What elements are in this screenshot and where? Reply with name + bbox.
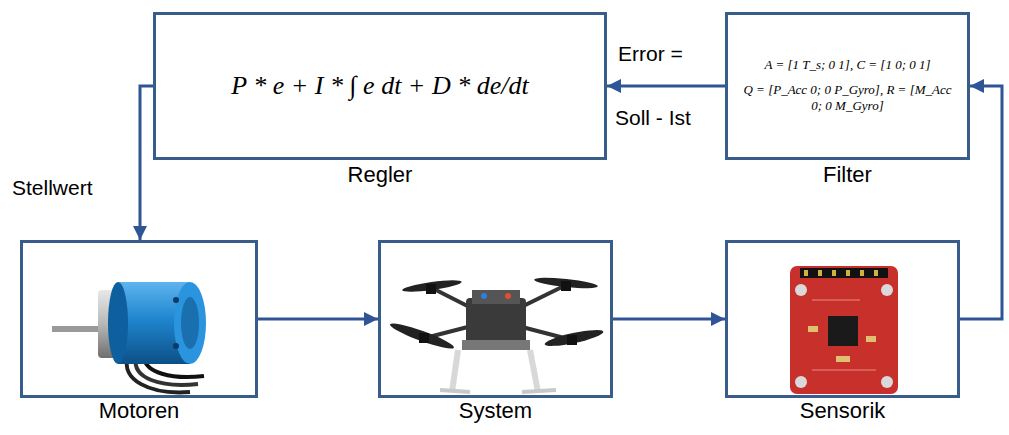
box-content xyxy=(23,243,255,395)
motor-picture-part xyxy=(52,326,104,332)
box-caption: Motoren xyxy=(0,399,285,423)
signal-arrow xyxy=(960,86,1002,319)
signal-arrow xyxy=(258,318,378,321)
quadcopter-picture xyxy=(388,276,604,392)
sensor-board-picture-part xyxy=(881,376,893,388)
quadcopter-picture-part xyxy=(505,293,511,299)
sensor-board-picture-part xyxy=(795,376,807,388)
quadcopter-picture-part xyxy=(472,290,520,304)
box-caption: System xyxy=(351,399,640,423)
system-box: System xyxy=(378,240,613,398)
sensor-board-picture-part xyxy=(818,270,822,276)
sensor-board-picture-part xyxy=(874,270,878,276)
box-content xyxy=(381,243,610,395)
sensor-board-picture-part xyxy=(812,300,876,370)
quadcopter-picture-part xyxy=(522,390,556,392)
quadcopter-picture-part xyxy=(462,340,530,350)
sensor-board-picture-part xyxy=(808,326,818,332)
quadcopter-picture-part xyxy=(466,298,526,344)
signal-label: Error = xyxy=(616,42,685,66)
sensor-board-picture-part xyxy=(790,266,898,394)
signal-label: Soll - Ist xyxy=(613,106,693,130)
quadcopter-picture-part xyxy=(452,350,458,392)
quadcopter-picture-part xyxy=(561,281,571,291)
quadcopter-picture-part xyxy=(534,276,598,291)
box-caption: Filter xyxy=(698,163,997,187)
sensor-board-picture xyxy=(790,266,898,394)
box-content xyxy=(728,243,957,395)
sensor-board-picture-part xyxy=(846,270,850,276)
motor-box: Motoren xyxy=(20,240,258,398)
box-caption: Regler xyxy=(126,163,634,187)
sensor-board-picture-part xyxy=(881,284,893,296)
sensor-board-picture-part xyxy=(828,316,858,346)
motor-picture-part xyxy=(173,297,179,303)
signal-arrow xyxy=(613,318,725,321)
box-content: P * e + I * ∫ e dt + D * de/dt xyxy=(156,15,604,157)
quadcopter-picture-part xyxy=(530,350,538,392)
filter-box: A = [1 T_s; 0 1], C = [1 0; 0 1] Q = [P_A… xyxy=(725,12,970,160)
motor-picture-part xyxy=(174,282,206,364)
sensor-board-picture-part xyxy=(866,336,876,342)
sensor-board-picture-part xyxy=(836,356,850,362)
box-caption: Sensorik xyxy=(698,399,987,423)
motor-picture xyxy=(52,282,206,392)
quadcopter-picture-part xyxy=(481,293,487,299)
motor-picture-part xyxy=(173,343,179,349)
quadcopter-picture-part xyxy=(419,333,429,343)
quadcopter-picture-part xyxy=(567,335,577,345)
signal-arrow xyxy=(140,86,153,240)
sensor-board-picture-part xyxy=(860,270,864,276)
quadcopter-picture-part xyxy=(544,327,605,349)
signal-arrow xyxy=(607,85,725,88)
quadcopter-picture-part xyxy=(388,320,455,353)
sensor-box: Sensorik xyxy=(725,240,960,398)
matrix-text: A = [1 T_s; 0 1], C = [1 0; 0 1] xyxy=(764,57,930,74)
quadcopter-picture-part xyxy=(426,284,436,294)
motor-picture-part xyxy=(181,297,199,349)
formula-text: P * e + I * ∫ e dt + D * de/dt xyxy=(231,71,528,101)
sensor-board-picture-part xyxy=(795,284,807,296)
controller-box: P * e + I * ∫ e dt + D * de/dtRegler xyxy=(153,12,607,160)
sensor-board-picture-part xyxy=(804,270,808,276)
matrix-text: Q = [P_Acc 0; 0 P_Gyro], R = [M_Acc 0; 0… xyxy=(740,82,955,116)
quadcopter-picture-part xyxy=(440,390,470,392)
sensor-board-picture-part xyxy=(832,270,836,276)
quadcopter-picture-part xyxy=(402,278,463,294)
signal-label: Stellwert xyxy=(10,176,95,200)
motor-picture-part xyxy=(108,282,128,364)
sensor-board-picture-part xyxy=(800,268,888,278)
box-content: A = [1 T_s; 0 1], C = [1 0; 0 1] Q = [P_A… xyxy=(728,15,967,157)
